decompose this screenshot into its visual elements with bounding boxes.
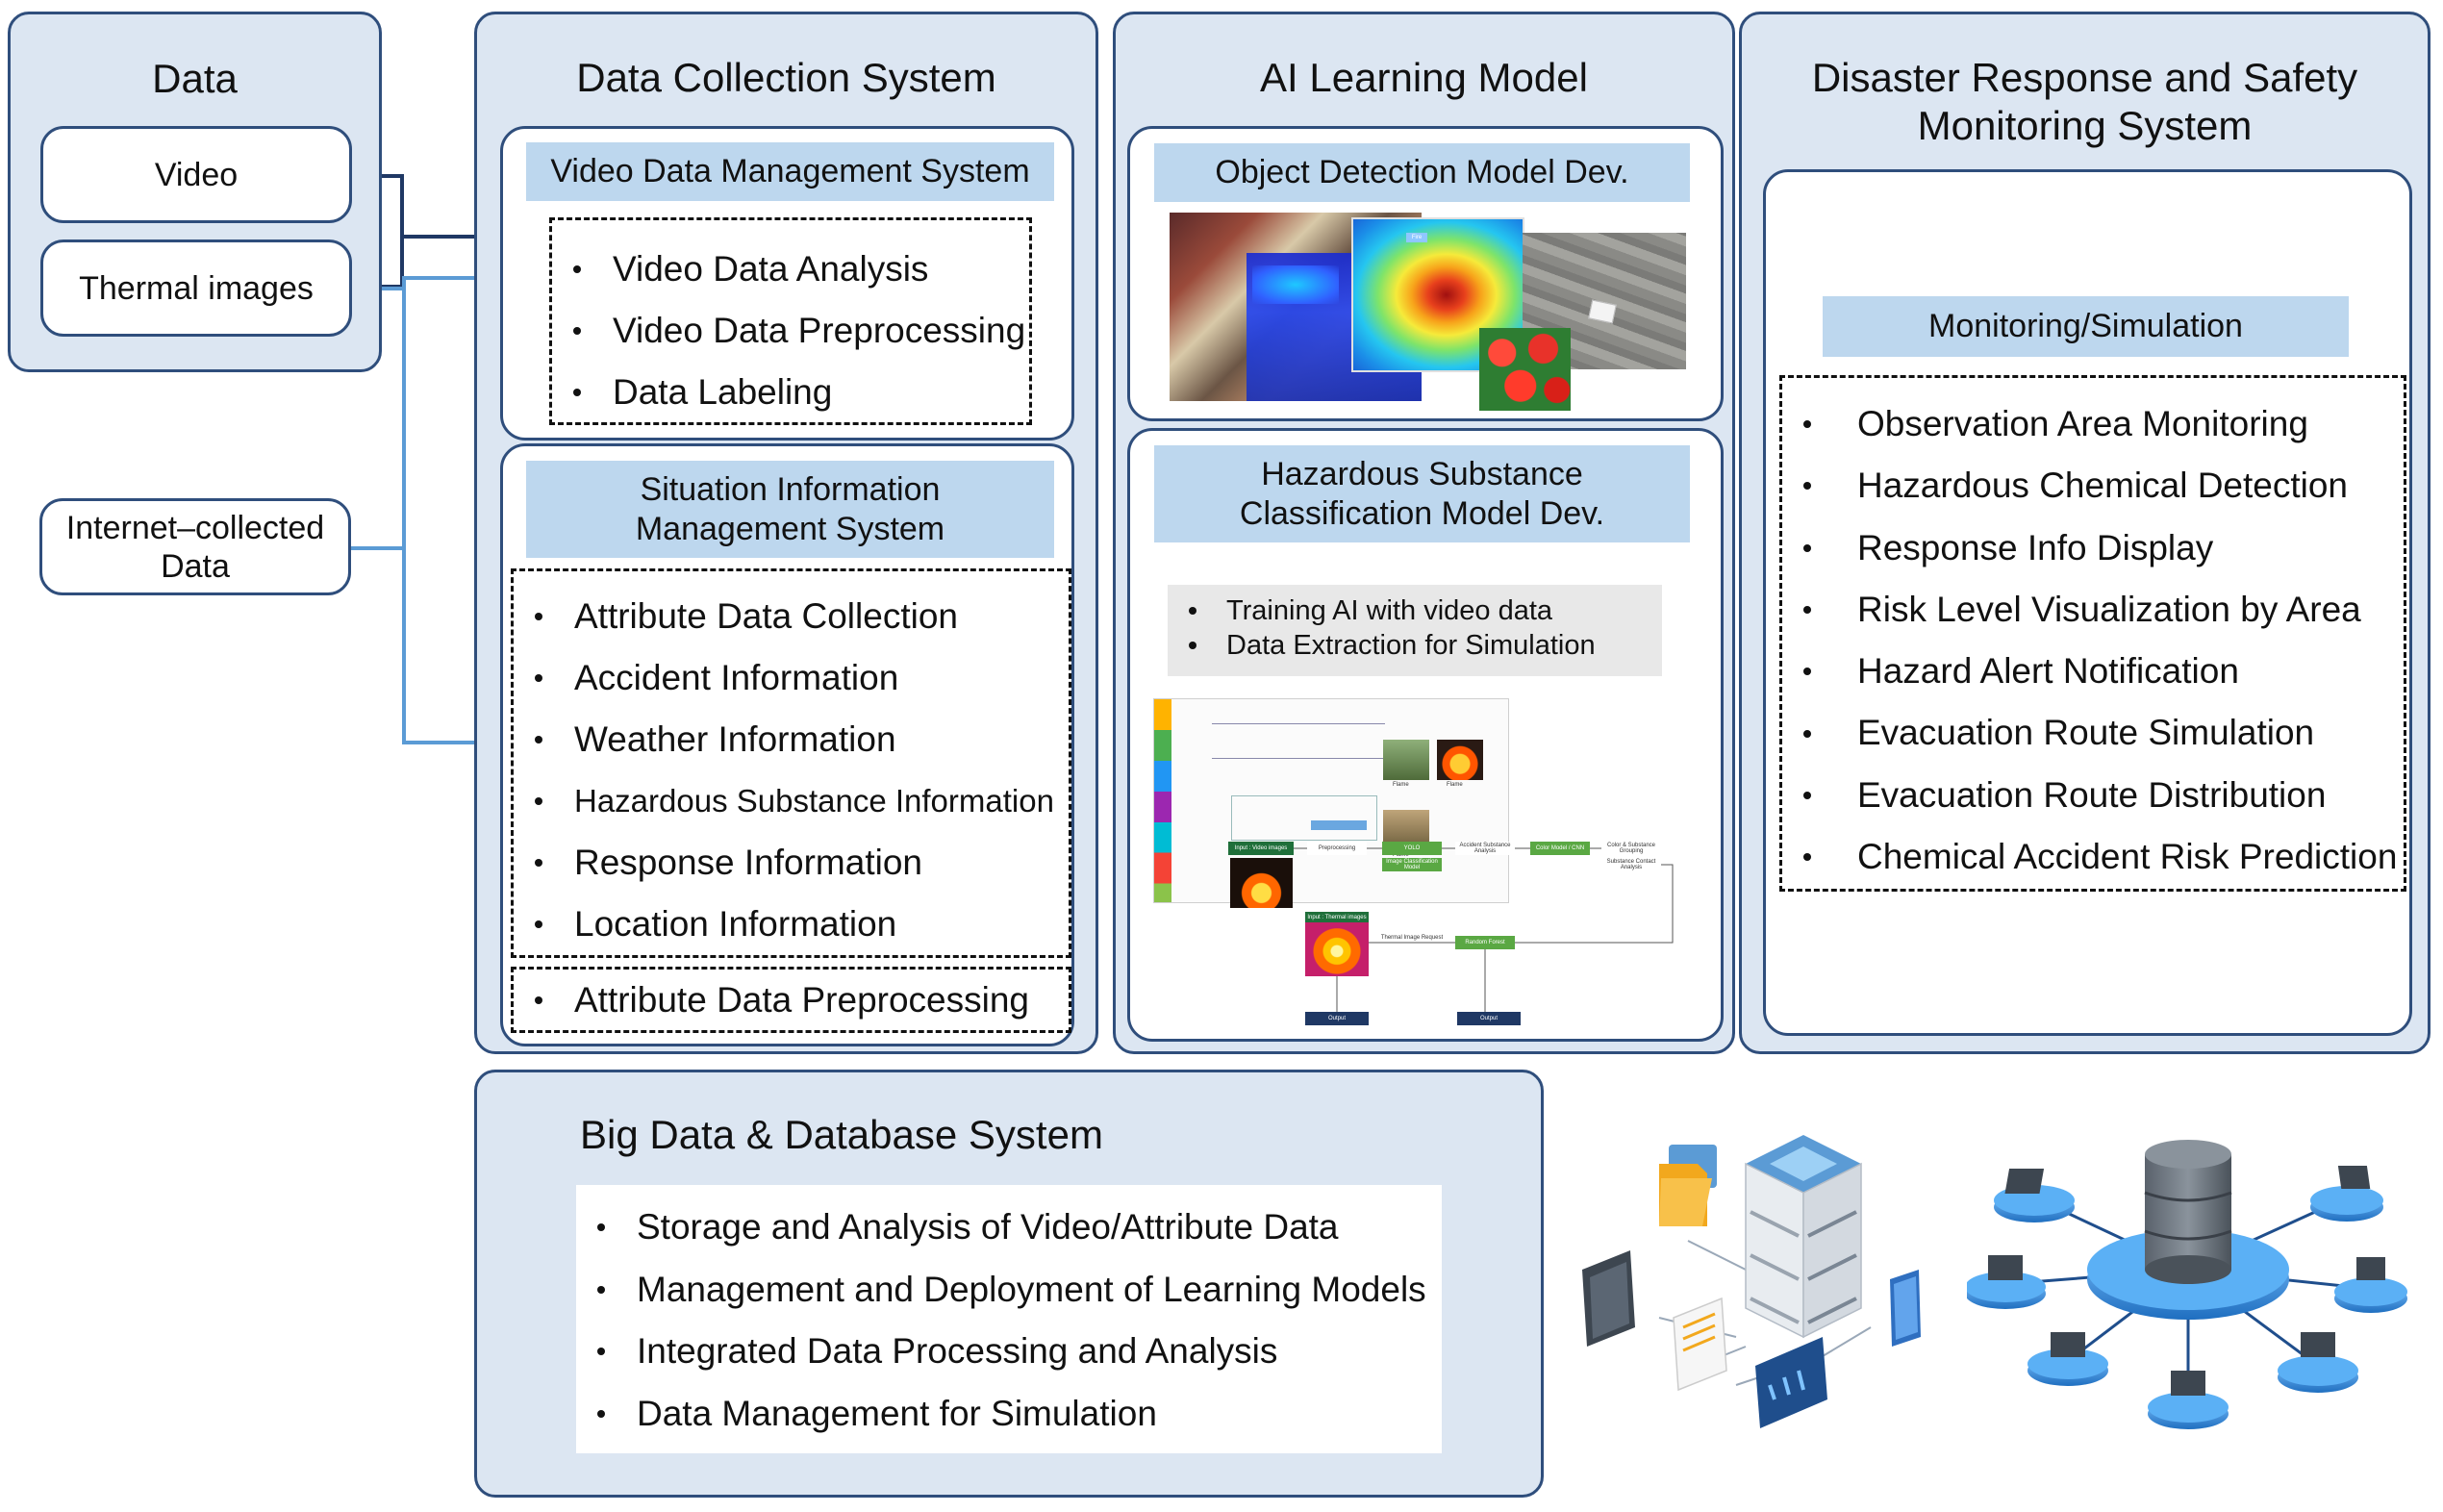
list-item: Hazardous Substance Information (514, 770, 1054, 832)
flame-caption-1: Flame (1393, 782, 1409, 788)
list-item: Evacuation Route Simulation (1782, 702, 2397, 764)
situation-arrow (402, 548, 501, 747)
monitoring-subtitle: Monitoring/Simulation (1823, 296, 2349, 357)
list-item: Storage and Analysis of Video/Attribute … (576, 1197, 1426, 1259)
list-item: Response Info Display (1782, 517, 2397, 579)
flow-output-2: Output (1457, 1012, 1521, 1025)
video-mgmt-box: Video Data Management System Video Data … (500, 126, 1074, 441)
list-item: Hazardous Chemical Detection (1782, 455, 2397, 517)
flow-random-forest: Random Forest (1455, 936, 1515, 949)
bigdata-panel: Big Data & Database System Storage and A… (474, 1070, 1544, 1498)
disaster-response-panel: Disaster Response and Safety Monitoring … (1739, 12, 2430, 1054)
flow-thermal-request: Thermal Image Request (1378, 933, 1446, 943)
flow-image-classification: Image Classification Model (1382, 858, 1442, 871)
list-item: Management and Deployment of Learning Mo… (576, 1259, 1426, 1322)
list-item: Response Information (514, 832, 1054, 894)
flow-input-thermal: Input : Thermal images (1305, 912, 1369, 922)
ai-model-panel: AI Learning Model Object Detection Model… (1113, 12, 1735, 1054)
preprocessing-box: Attribute Data Preprocessing (511, 967, 1071, 1033)
video-mgmt-list: Video Data Analysis Video Data Preproces… (552, 239, 1025, 423)
server-cluster-illustration-icon (1582, 1135, 1921, 1428)
situation-mgmt-list-box: Attribute Data Collection Accident Infor… (511, 568, 1071, 958)
situation-mgmt-list: Attribute Data Collection Accident Infor… (514, 586, 1054, 955)
hazard-classification-title: Hazardous Substance Classification Model… (1154, 445, 1690, 542)
situation-mgmt-box: Situation Information Management System … (500, 443, 1074, 1046)
ai-model-title: AI Learning Model (1260, 55, 1588, 100)
list-item: Video Data Preprocessing (552, 300, 1025, 362)
flow-output-1: Output (1305, 1012, 1369, 1025)
bigdata-title: Big Data & Database System (580, 1112, 1103, 1157)
list-item: Data Management for Simulation (576, 1383, 1426, 1446)
data-panel-title: Data (152, 56, 238, 101)
list-item: Location Information (514, 894, 1054, 955)
list-item: Hazard Alert Notification (1782, 641, 2397, 702)
flame-caption-3: Flame (1393, 852, 1409, 858)
list-item: Chemical Accident Risk Prediction (1782, 826, 2397, 888)
list-item: Training AI with video data (1168, 593, 1596, 628)
disaster-response-title: Disaster Response and Safety Monitoring … (1811, 55, 2358, 148)
flow-yolo: YOLO (1382, 842, 1442, 855)
video-source-box: Video (40, 126, 352, 223)
video-mgmt-title: Video Data Management System (526, 142, 1054, 201)
database-network-illustration-icon (1967, 1140, 2407, 1429)
preprocessing-item: Attribute Data Preprocessing (514, 977, 1029, 1023)
hazard-classification-notes: Training AI with video data Data Extract… (1168, 585, 1662, 676)
list-item: Attribute Data Collection (514, 586, 1054, 647)
flow-connectors (1294, 847, 1674, 1012)
flow-contact-analysis: Substance Contact Analysis (1601, 858, 1661, 871)
list-item: Observation Area Monitoring (1782, 393, 2397, 455)
monitoring-box: Monitoring/Simulation Observation Area M… (1763, 169, 2412, 1036)
flow-input-video: Input : Video images (1228, 842, 1294, 855)
list-item: Data Extraction for Simulation (1168, 628, 1596, 663)
internet-data-source-box: Internet–collected Data (39, 498, 351, 595)
tomatoes-image (1479, 328, 1571, 411)
monitoring-list: Observation Area Monitoring Hazardous Ch… (1782, 393, 2397, 888)
flow-accident-analysis: Accident Substance Analysis (1455, 842, 1515, 855)
monitoring-list-box: Observation Area Monitoring Hazardous Ch… (1779, 375, 2406, 892)
object-detection-title: Object Detection Model Dev. (1154, 143, 1690, 202)
data-collection-title: Data Collection System (576, 55, 996, 100)
fire-label: Fire (1406, 233, 1427, 242)
list-item: Weather Information (514, 709, 1054, 770)
object-detection-box: Object Detection Model Dev. Fire (1127, 126, 1724, 421)
software-window-thumbnail: Flame Flame Flame (1153, 698, 1509, 903)
situation-mgmt-title: Situation Information Management System (526, 461, 1054, 558)
list-item: Evacuation Route Distribution (1782, 765, 2397, 826)
flow-color-model: Color Model / CNN (1530, 842, 1590, 855)
list-item: Accident Information (514, 647, 1054, 709)
data-panel: Data Video Thermal images (8, 12, 382, 372)
list-item: Data Labeling (552, 362, 1025, 423)
list-item: Integrated Data Processing and Analysis (576, 1321, 1426, 1383)
bigdata-list-box: Storage and Analysis of Video/Attribute … (576, 1185, 1442, 1453)
bigdata-list: Storage and Analysis of Video/Attribute … (576, 1197, 1426, 1445)
video-mgmt-list-box: Video Data Analysis Video Data Preproces… (549, 217, 1032, 425)
thermal-images-source-box: Thermal images (40, 239, 352, 337)
list-item: Video Data Analysis (552, 239, 1025, 300)
flame-caption-2: Flame (1447, 782, 1463, 788)
flow-preprocessing: Preprocessing (1307, 842, 1367, 855)
data-collection-panel: Data Collection System Video Data Manage… (474, 12, 1098, 1054)
flow-color-grouping: Color & Substance Grouping (1601, 842, 1661, 855)
hazard-classification-box: Hazardous Substance Classification Model… (1127, 428, 1724, 1042)
hazard-model-flowchart: Flame Flame Flame Input : Video images P… (1153, 698, 1705, 1029)
list-item: Risk Level Visualization by Area (1782, 579, 2397, 641)
